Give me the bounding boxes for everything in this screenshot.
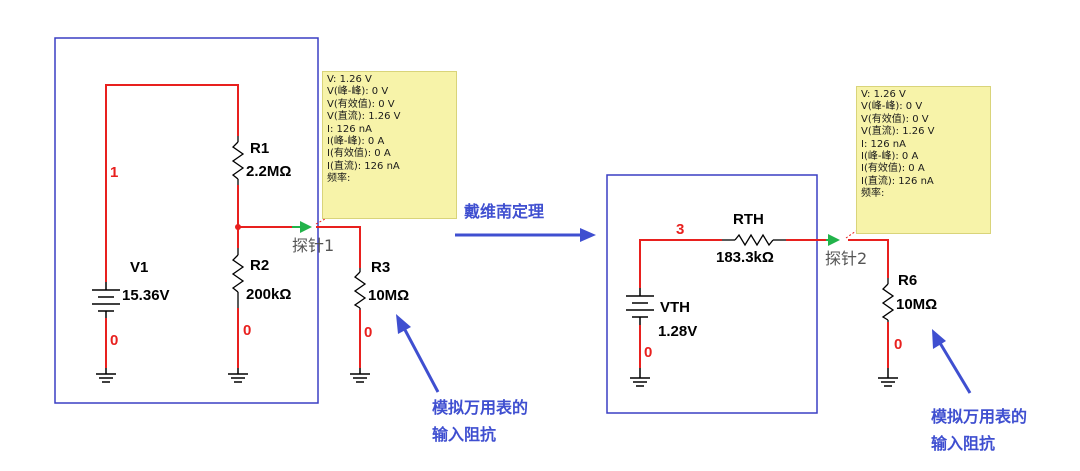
thevenin-arrow-icon xyxy=(455,228,596,242)
r2-name: R2 xyxy=(250,257,269,274)
r3-value: 10MΩ xyxy=(368,287,409,304)
probe1-current: I: 126 nA xyxy=(327,123,372,135)
note-arrow-right-icon xyxy=(932,329,972,394)
probe2-readout: V: 1.26 V V(峰-峰): 0 V V(有效值): 0 V V(直流):… xyxy=(856,86,991,234)
left-circuit-box xyxy=(54,37,319,404)
probe1-current-pp: I(峰-峰): 0 A xyxy=(327,136,385,148)
ground-icon xyxy=(228,368,248,383)
probe1-frequency: 频率: xyxy=(327,173,351,185)
rth-value: 183.3kΩ xyxy=(716,249,774,266)
probe1-label: 探针1 xyxy=(292,236,334,255)
probe2-current-rms: I(有效值): 0 A xyxy=(861,163,925,175)
r1-resistor-symbol xyxy=(231,136,245,185)
ground-icon xyxy=(96,368,116,383)
probe2-current: I: 126 nA xyxy=(861,138,906,150)
ground-icon xyxy=(350,368,370,383)
r3-name: R3 xyxy=(371,259,390,276)
vth-value: 1.28V xyxy=(658,323,697,340)
r6-name: R6 xyxy=(898,272,917,289)
v1-battery-symbol xyxy=(92,282,120,318)
probe1-voltage-pp: V(峰-峰): 0 V xyxy=(327,86,389,98)
net-label-0: 0 xyxy=(364,324,372,341)
note-right-line2: 输入阻抗 xyxy=(931,434,995,453)
net-label-0: 0 xyxy=(894,336,902,353)
probe1-leader xyxy=(315,218,326,225)
probe1-arrow-icon xyxy=(292,221,312,233)
vth-name: VTH xyxy=(660,299,690,316)
r2-value: 200kΩ xyxy=(246,286,291,303)
vth-battery-symbol xyxy=(626,288,654,325)
r6-resistor-symbol xyxy=(881,278,895,322)
left-wires xyxy=(105,84,361,368)
rth-name: RTH xyxy=(733,211,764,228)
probe2-voltage-rms: V(有效值): 0 V xyxy=(861,113,929,125)
r1-name: R1 xyxy=(250,140,269,157)
probe1-current-dc: I(直流): 126 nA xyxy=(327,160,400,172)
probe1-current-rms: I(有效值): 0 A xyxy=(327,148,391,160)
net-label-1: 1 xyxy=(110,164,118,181)
probe1-voltage: V: 1.26 V xyxy=(327,74,372,85)
net-label-0: 0 xyxy=(110,332,118,349)
probe2-current-dc: I(直流): 126 nA xyxy=(861,175,934,187)
junction-node xyxy=(235,224,241,230)
note-left-line1: 模拟万用表的 xyxy=(432,398,528,417)
probe1-voltage-rms: V(有效值): 0 V xyxy=(327,98,395,110)
probe2-label: 探针2 xyxy=(825,249,867,268)
note-arrow-left-icon xyxy=(396,314,440,393)
right-wires xyxy=(639,239,889,368)
rth-resistor-symbol xyxy=(722,233,786,247)
probe1-voltage-dc: V(直流): 1.26 V xyxy=(327,111,401,123)
net-label-0: 0 xyxy=(243,322,251,339)
note-left-line2: 输入阻抗 xyxy=(432,425,496,444)
probe2-voltage-pp: V(峰-峰): 0 V xyxy=(861,101,923,113)
ground-icon xyxy=(630,368,650,387)
r2-resistor-symbol xyxy=(231,248,245,308)
r1-value: 2.2MΩ xyxy=(246,163,291,180)
probe2-leader xyxy=(845,230,857,239)
ground-icon xyxy=(878,368,898,387)
right-circuit-box xyxy=(606,174,818,414)
v1-value: 15.36V xyxy=(122,287,170,304)
net-label-0: 0 xyxy=(644,344,652,361)
probe2-voltage-dc: V(直流): 1.26 V xyxy=(861,126,935,138)
probe2-current-pp: I(峰-峰): 0 A xyxy=(861,151,919,163)
probe2-arrow-icon xyxy=(826,234,840,246)
probe1-readout: V: 1.26 V V(峰-峰): 0 V V(有效值): 0 V V(直流):… xyxy=(322,71,457,219)
r6-value: 10MΩ xyxy=(896,296,937,313)
note-right-line1: 模拟万用表的 xyxy=(931,407,1027,426)
net-label-3: 3 xyxy=(676,221,684,238)
thevenin-label: 戴维南定理 xyxy=(464,202,544,221)
r3-resistor-symbol xyxy=(353,268,367,310)
probe2-voltage: V: 1.26 V xyxy=(861,89,906,100)
v1-name: V1 xyxy=(130,259,148,276)
probe2-frequency: 频率: xyxy=(861,188,885,200)
